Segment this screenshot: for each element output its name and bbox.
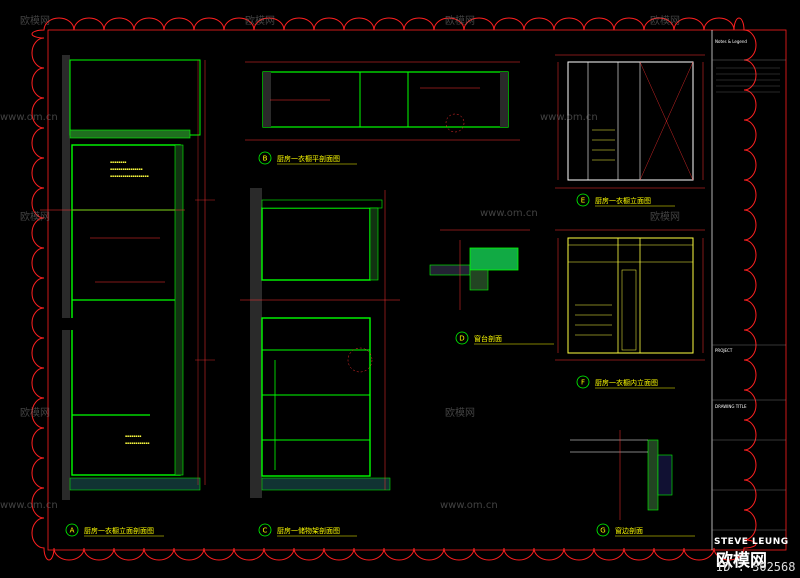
watermark-cn: 欧模网	[20, 408, 50, 419]
watermark-cn: 欧模网	[650, 212, 680, 223]
view-bubble	[258, 523, 272, 537]
watermark-cn: 欧模网	[245, 16, 275, 27]
watermark-url: www.om.cn	[0, 112, 58, 123]
title-block-project: PROJECT	[715, 348, 733, 353]
view-label: A	[70, 527, 75, 535]
watermark-cn: 欧模网	[20, 16, 50, 27]
svg-text:▪▪▪▪▪▪▪▪: ▪▪▪▪▪▪▪▪	[125, 434, 141, 438]
title-block: Notes & Legend PROJECT DRAWING TITLE	[711, 30, 786, 550]
watermark-url: www.om.cn	[440, 500, 498, 511]
title-block-drawing: DRAWING TITLE	[715, 404, 747, 409]
svg-text:▪▪▪▪▪▪▪▪▪▪▪▪: ▪▪▪▪▪▪▪▪▪▪▪▪	[125, 441, 149, 445]
svg-text:▪▪▪▪▪▪▪▪▪▪▪▪▪▪▪▪: ▪▪▪▪▪▪▪▪▪▪▪▪▪▪▪▪	[110, 167, 143, 171]
view-title: 厨房一储物架剖面图	[277, 526, 340, 535]
view-bubble	[596, 523, 610, 537]
watermark-cn: 欧模网	[650, 16, 680, 27]
watermark-url: www.om.cn	[480, 208, 538, 219]
view-title: 厨房一衣橱平剖面图	[277, 154, 340, 163]
view-label: D	[459, 335, 464, 343]
view-g-section	[570, 430, 673, 520]
watermark-logo: 欧模网	[716, 551, 767, 571]
view-a-section: ▪▪▪▪▪▪▪▪ ▪▪▪▪▪▪▪▪▪▪▪▪▪▪▪▪ ▪▪▪▪▪▪▪▪▪▪▪▪▪▪…	[40, 55, 215, 500]
view-bubble	[576, 375, 590, 389]
svg-text:▪▪▪▪▪▪▪▪: ▪▪▪▪▪▪▪▪	[110, 160, 126, 164]
sheet-frame	[47, 29, 787, 551]
view-e-elevation	[555, 54, 705, 189]
view-title: 窗边剖面	[615, 526, 643, 535]
watermark-url: www.om.cn	[540, 112, 598, 123]
view-title: 窗台剖面	[474, 334, 502, 343]
view-title: 厨房一衣橱立面剖面图	[84, 526, 154, 535]
revision-cloud-border	[31, 17, 757, 561]
view-titles: A 厨房一衣橱立面剖面图 B 厨房一衣橱平剖面图 C 厨房一储物架剖面图 D 窗台剖面 E 厨房一…	[65, 151, 695, 537]
view-bubble	[258, 151, 272, 165]
view-label: B	[263, 155, 268, 163]
view-title: 厨房一衣橱内立面图	[595, 378, 658, 387]
watermark-cn: 欧模网	[445, 408, 475, 419]
view-bubble	[65, 523, 79, 537]
brand-mark: STEVE LEUNG	[714, 537, 789, 547]
view-label: E	[581, 197, 585, 205]
view-b-plan	[245, 61, 520, 141]
revision-cloud-path	[31, 17, 757, 561]
view-title: 厨房一衣橱立面图	[595, 196, 651, 205]
view-bubble	[576, 193, 590, 207]
watermark-id: ID : 302568	[716, 560, 796, 574]
view-d-detail	[429, 229, 530, 310]
title-block-header: Notes & Legend	[715, 39, 747, 44]
view-bubble	[455, 331, 469, 345]
view-f-elevation	[555, 229, 705, 361]
view-c-section	[240, 188, 400, 498]
watermark-cn: 欧模网	[20, 212, 50, 223]
view-label: G	[600, 527, 605, 535]
view-label: C	[263, 527, 268, 535]
watermark-url: www.om.cn	[0, 500, 58, 511]
svg-text:▪▪▪▪▪▪▪▪▪▪▪▪▪▪▪▪▪▪▪: ▪▪▪▪▪▪▪▪▪▪▪▪▪▪▪▪▪▪▪	[110, 174, 149, 178]
view-label: F	[581, 379, 585, 387]
watermark-cn: 欧模网	[445, 16, 475, 27]
